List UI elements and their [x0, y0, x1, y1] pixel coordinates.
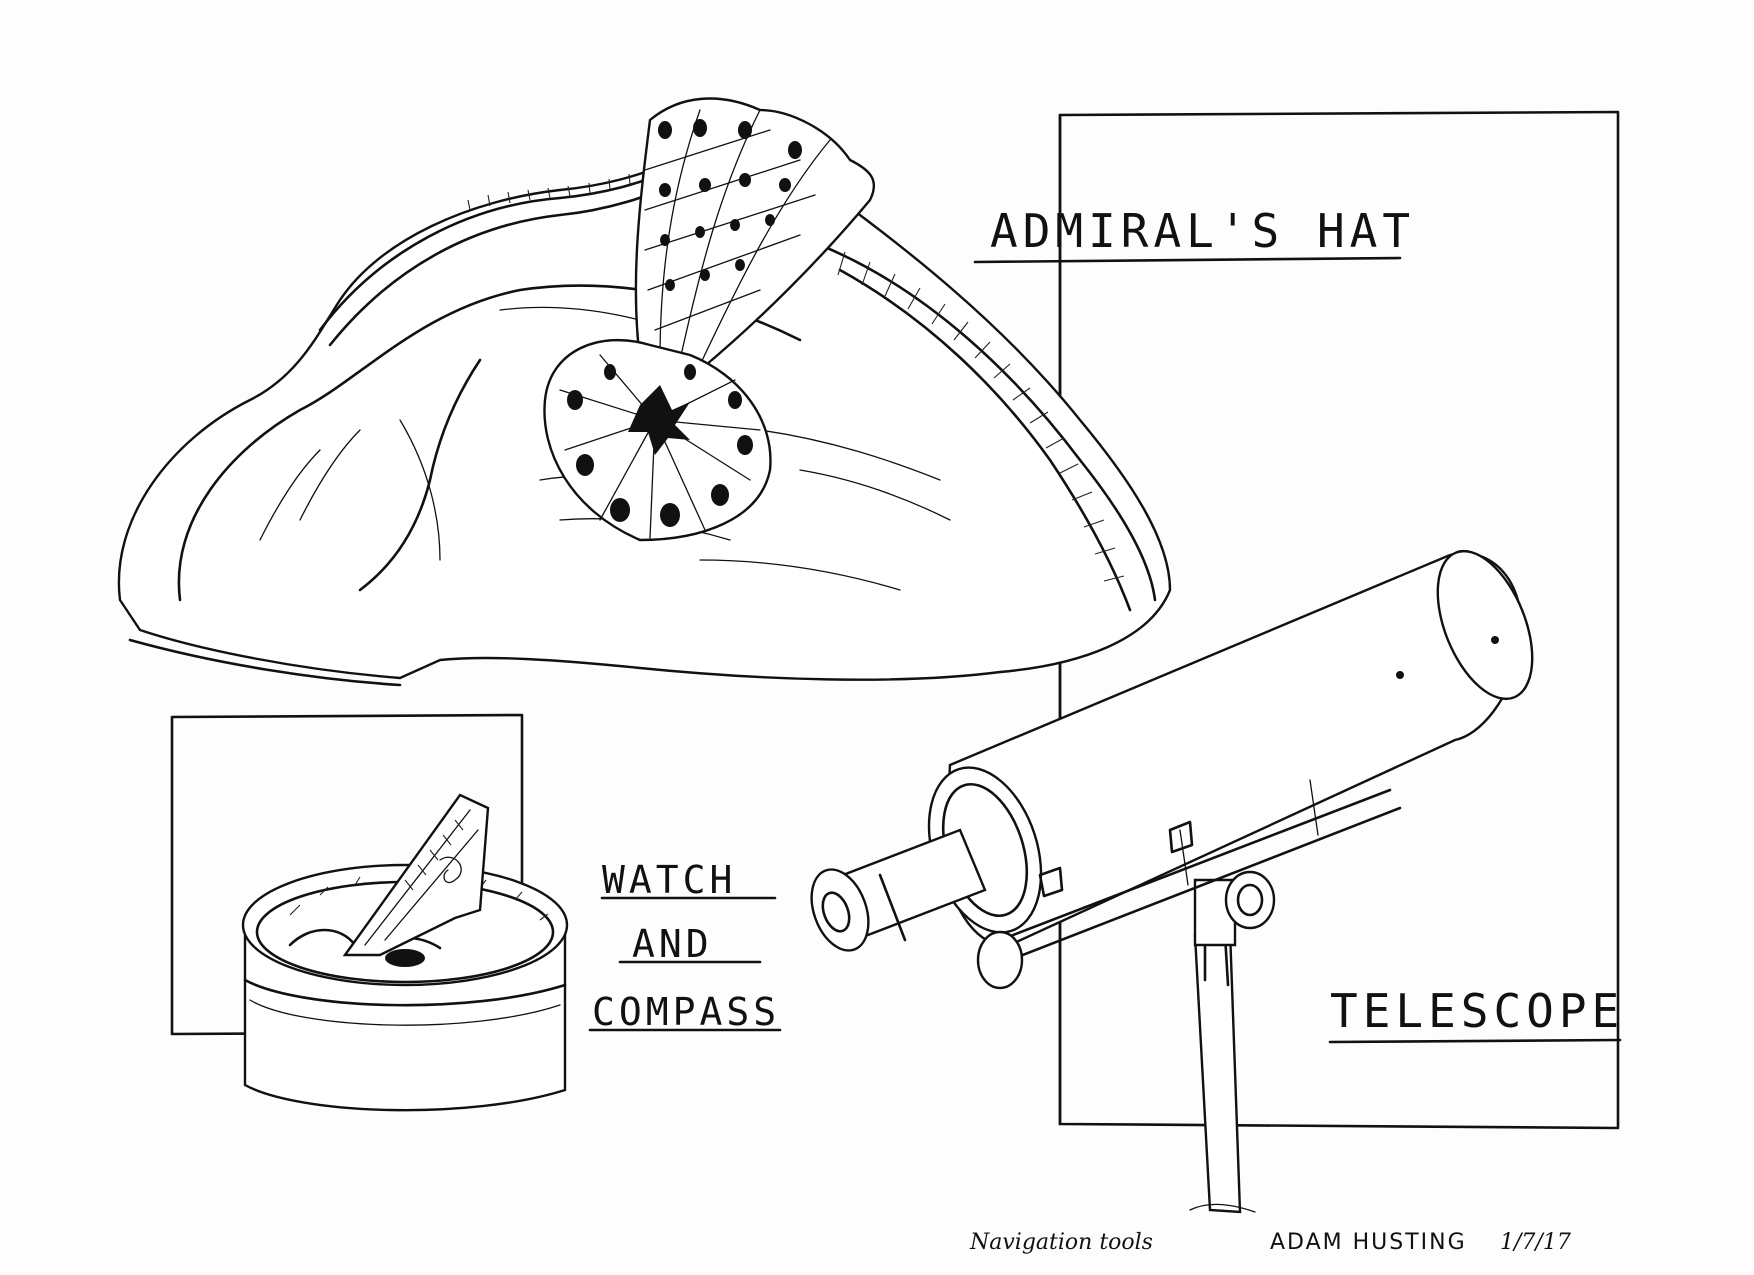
admiral-hat-icon: [117, 97, 1172, 687]
telescope-icon: [810, 549, 1534, 1214]
watch-label: WATCH: [602, 858, 737, 902]
sundial-compass-icon: [241, 793, 569, 1112]
caption-title: Navigation tools: [970, 1230, 1153, 1255]
and-label: AND: [632, 922, 713, 966]
admirals-hat-label: ADMIRAL'S HAT: [990, 204, 1416, 258]
label-guides: [588, 256, 1622, 1044]
compass-label: COMPASS: [592, 990, 781, 1034]
caption-date: 1/7/17: [1500, 1230, 1571, 1255]
caption-author: ADAM HUSTING: [1270, 1230, 1467, 1255]
telescope-label: TELESCOPE: [1330, 984, 1625, 1038]
